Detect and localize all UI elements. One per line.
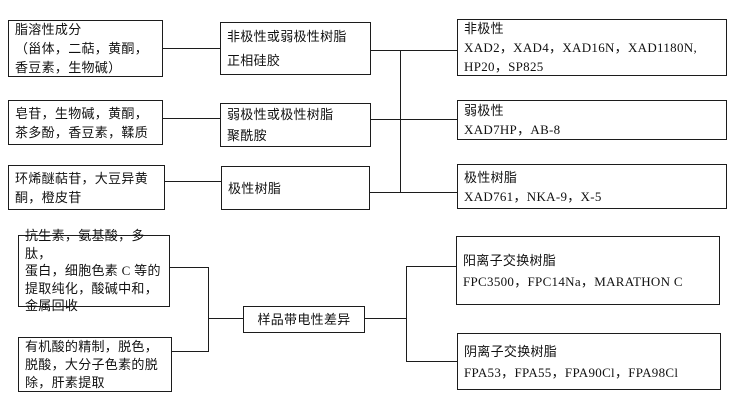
box-polar-resin: 极性树脂 — [221, 166, 370, 210]
box-weak-polar-or-polar-resin: 弱极性或极性树脂 聚酰胺 — [220, 103, 371, 147]
box-organic-acids-refining: 有机酸的精制，脱色， 脱酸，大分子色素的脱 除，肝素提取 — [18, 337, 172, 392]
box-antibiotics-amino-acids: 抗生素，氨基酸，多肽， 蛋白，细胞色素 C 等的 提取纯化，酸碱中和， 金属回收 — [18, 228, 170, 313]
connector-bus-to-charge-difference — [208, 318, 243, 319]
connector-polar-resin-to-products — [370, 192, 457, 193]
connector-nonpolar-resin-to-products — [371, 50, 457, 51]
connector-bus-to-anion-exchange — [406, 361, 457, 362]
box-sample-charge-difference: 样品带电性差异 — [243, 306, 365, 333]
box-anion-exchange-resin-products: 阴离子交换树脂 FPA53，FPA55，FPA90Cl，FPA98Cl — [457, 333, 721, 390]
box-polar-resin-products: 极性树脂 XAD761，NKA-9，X-5 — [457, 164, 727, 209]
box-cation-exchange-resin-products: 阳离子交换树脂 FPC3500，FPC14Na，MARATHON C — [456, 236, 720, 305]
connector-fat-soluble-to-nonpolar-resin — [163, 48, 220, 49]
box-nonpolar-or-weak-polar-resin: 非极性或弱极性树脂 正相硅胶 — [220, 22, 371, 75]
vertical-bus-bottom-right — [406, 266, 407, 362]
connector-iridoids-to-polar-resin — [165, 181, 221, 182]
connector-charge-difference-to-bus — [365, 318, 406, 319]
box-nonpolar-resin-products: 非极性 XAD2，XAD4，XAD16N，XAD1180N, HP20，SP82… — [457, 19, 727, 76]
connector-antibiotics-to-bus — [170, 267, 208, 268]
box-iridoid-glycosides: 环烯醚萜苷，大豆异黄 酮，橙皮苷 — [8, 165, 165, 210]
box-saponins-alkaloids: 皂苷，生物碱，黄酮， 茶多酚，香豆素，鞣质 — [8, 100, 163, 145]
connector-organic-acids-to-bus — [172, 351, 208, 352]
box-fat-soluble-components: 脂溶性成分 （甾体，二萜，黄酮， 香豆素，生物碱） — [8, 20, 163, 77]
connector-weak-polar-resin-to-products — [371, 119, 457, 120]
vertical-bus-top-section — [400, 50, 401, 192]
connector-saponins-to-weak-polar-resin — [163, 118, 220, 119]
connector-bus-to-cation-exchange — [406, 266, 456, 267]
vertical-bus-bottom-left — [208, 267, 209, 352]
box-weak-polar-resin-products: 弱极性 XAD7HP，AB-8 — [457, 100, 727, 140]
